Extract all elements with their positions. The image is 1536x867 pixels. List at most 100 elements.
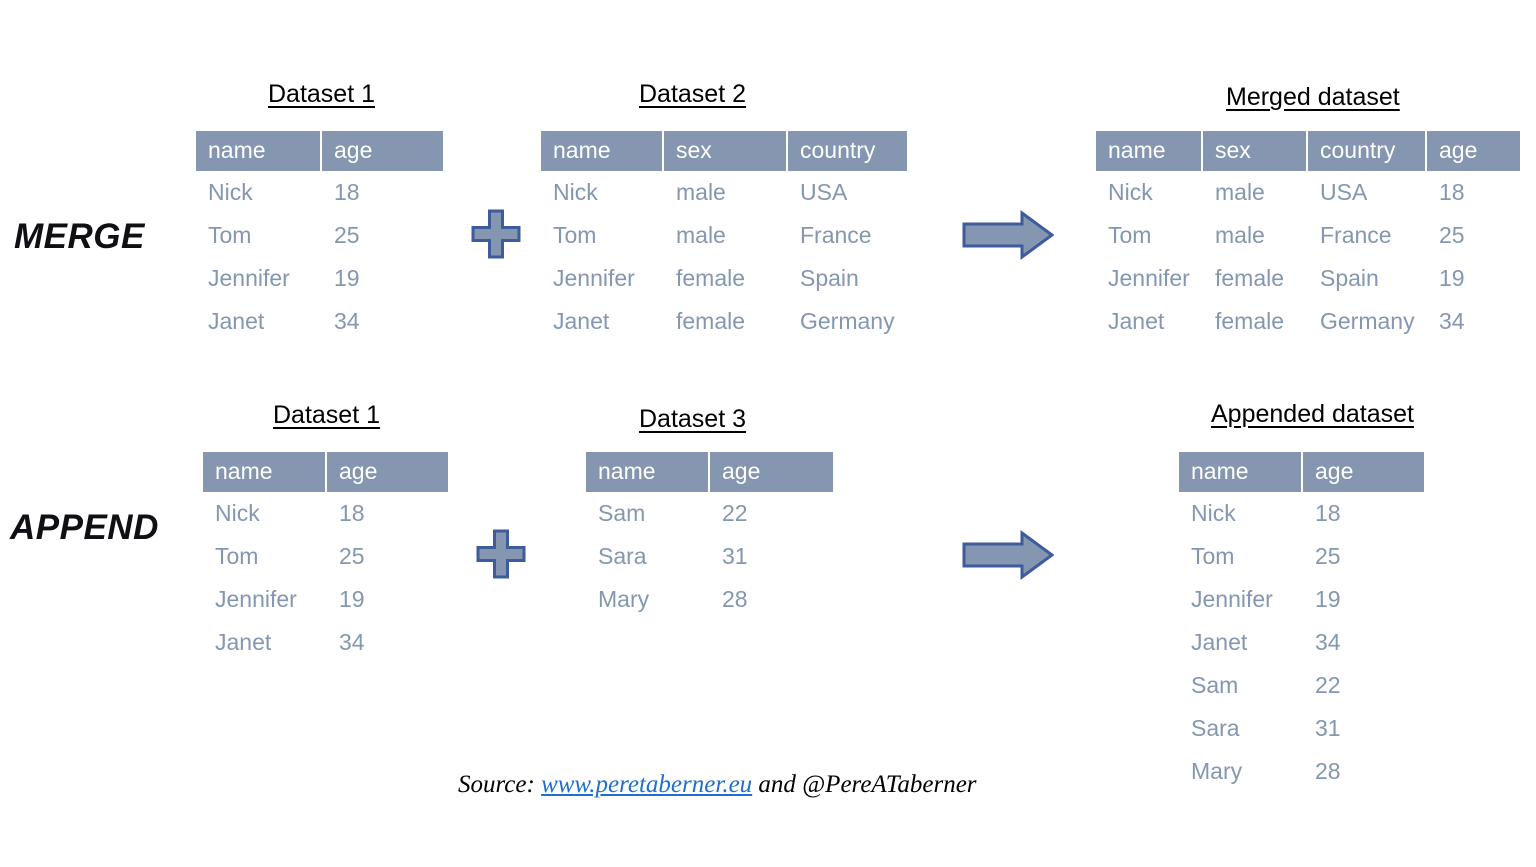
column-header-age: age xyxy=(1303,452,1424,492)
caption-appended-dataset: Appended dataset xyxy=(1211,400,1414,428)
column-header-name: name xyxy=(1179,452,1303,492)
source-link[interactable]: www.peretaberner.eu xyxy=(541,771,753,798)
plus-icon xyxy=(470,208,522,265)
table-row: Janet 34 xyxy=(203,621,448,664)
column-header-sex: sex xyxy=(664,131,788,171)
caption-dataset-3: Dataset 3 xyxy=(639,405,747,433)
cell-name: Sam xyxy=(1191,672,1239,698)
cell-name: Tom xyxy=(208,222,252,248)
cell-name: Jennifer xyxy=(1108,265,1190,291)
cell-age: 19 xyxy=(334,265,360,291)
right-arrow-icon xyxy=(962,210,1055,265)
cell-name: Nick xyxy=(1191,500,1236,526)
cell-name: Tom xyxy=(553,222,597,248)
cell-country: Germany xyxy=(1320,308,1415,334)
column-header-sex: sex xyxy=(1203,131,1308,171)
cell-age: 25 xyxy=(1315,543,1341,569)
cell-sex: female xyxy=(676,265,746,291)
cell-sex: female xyxy=(1215,308,1285,334)
cell-country: France xyxy=(1320,222,1392,248)
source-prefix: Source: xyxy=(458,771,535,798)
cell-age: 31 xyxy=(1315,715,1341,741)
caption-dataset-1-append: Dataset 1 xyxy=(273,401,381,429)
table-row: Tom 25 xyxy=(196,214,443,257)
right-arrow-icon xyxy=(962,530,1055,585)
cell-country: France xyxy=(800,222,872,248)
cell-name: Janet xyxy=(215,629,272,655)
cell-name: Sara xyxy=(598,543,647,569)
cell-name: Nick xyxy=(1108,179,1153,205)
cell-name: Nick xyxy=(208,179,253,205)
cell-name: Jennifer xyxy=(208,265,290,291)
table-row: Janet female Germany 34 xyxy=(1096,300,1520,343)
cell-name: Jennifer xyxy=(553,265,635,291)
cell-age: 34 xyxy=(339,629,365,655)
cell-name: Tom xyxy=(1108,222,1152,248)
source-handle: @PereATaberner xyxy=(802,771,977,798)
caption-merged-dataset: Merged dataset xyxy=(1226,83,1400,111)
cell-name: Janet xyxy=(1108,308,1165,334)
cell-name: Jennifer xyxy=(215,586,297,612)
table-row: Jennifer 19 xyxy=(196,257,443,300)
cell-age: 18 xyxy=(1439,179,1465,205)
cell-country: USA xyxy=(800,179,848,205)
cell-name: Sam xyxy=(598,500,646,526)
cell-name: Mary xyxy=(1191,758,1243,784)
column-header-age: age xyxy=(1427,131,1520,171)
table-row: Mary 28 xyxy=(1179,750,1424,793)
cell-name: Mary xyxy=(598,586,650,612)
cell-age: 22 xyxy=(722,500,748,526)
cell-sex: female xyxy=(676,308,746,334)
table-row: Nick male USA 18 xyxy=(1096,171,1520,214)
cell-age: 28 xyxy=(1315,758,1341,784)
column-header-name: name xyxy=(586,452,710,492)
cell-country: Germany xyxy=(800,308,895,334)
cell-age: 19 xyxy=(1315,586,1341,612)
column-header-age: age xyxy=(710,452,833,492)
cell-name: Tom xyxy=(215,543,259,569)
table-row: Mary 28 xyxy=(586,578,833,621)
cell-age: 22 xyxy=(1315,672,1341,698)
cell-name: Jennifer xyxy=(1191,586,1273,612)
cell-age: 25 xyxy=(334,222,360,248)
cell-sex: male xyxy=(1215,179,1265,205)
column-header-age: age xyxy=(327,452,448,492)
cell-age: 28 xyxy=(722,586,748,612)
cell-sex: male xyxy=(676,222,726,248)
column-header-name: name xyxy=(1096,131,1203,171)
cell-age: 34 xyxy=(334,308,360,334)
table-row: Jennifer 19 xyxy=(1179,578,1424,621)
table-row: Sara 31 xyxy=(586,535,833,578)
operation-label-append: APPEND xyxy=(10,508,159,547)
column-header-country: country xyxy=(1308,131,1427,171)
cell-country: Spain xyxy=(1320,265,1379,291)
column-header-name: name xyxy=(196,131,322,171)
cell-country: USA xyxy=(1320,179,1368,205)
cell-age: 34 xyxy=(1439,308,1465,334)
cell-name: Sara xyxy=(1191,715,1240,741)
operation-label-merge: MERGE xyxy=(14,217,145,256)
cell-age: 31 xyxy=(722,543,748,569)
